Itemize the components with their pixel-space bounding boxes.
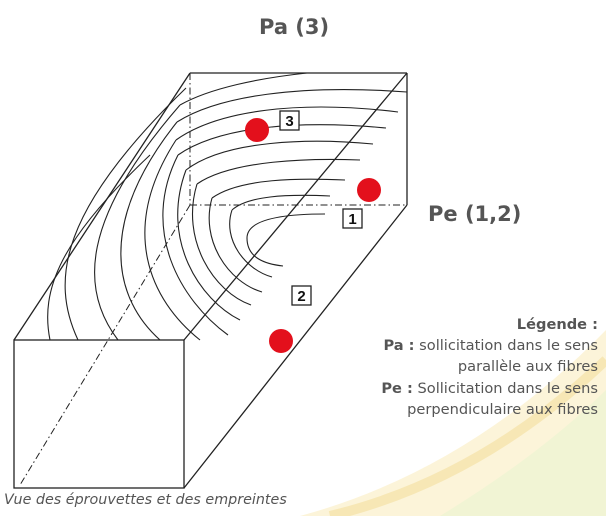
imprint-dot-3 xyxy=(245,118,269,142)
growth-rings xyxy=(47,72,408,341)
figure-caption: Vue des éprouvettes et des empreintes xyxy=(4,492,287,508)
legend-title: Légende : xyxy=(516,316,598,333)
pe-direction-label: Pe (1,2) xyxy=(428,202,522,226)
legend-pe-text: Sollicitation dans le sens perpendiculai… xyxy=(407,379,598,418)
legend-pe-key: Pe : xyxy=(381,379,413,397)
svg-text:2: 2 xyxy=(297,288,305,305)
specimen-box-1: 1 xyxy=(342,208,363,229)
legend: Légende : Pa : sollicitation dans le sen… xyxy=(378,314,598,420)
svg-text:3: 3 xyxy=(285,113,293,130)
specimen-box-2: 2 xyxy=(291,285,312,306)
pa-direction-label: Pa (3) xyxy=(259,15,330,39)
legend-pa-key: Pa : xyxy=(383,337,415,355)
imprint-dot-1 xyxy=(357,178,381,202)
specimen-box-3: 3 xyxy=(279,110,300,131)
block-edge-left xyxy=(13,72,191,341)
block-edge-bottom-right xyxy=(183,204,408,489)
block-front-face xyxy=(13,339,185,489)
legend-pe-entry: Pe : Sollicitation dans le sens perpendi… xyxy=(378,378,598,420)
imprint-dot-2 xyxy=(269,329,293,353)
block-edge-diagonal xyxy=(183,72,408,341)
svg-text:1: 1 xyxy=(348,211,356,228)
hidden-edge-diagonal xyxy=(19,204,191,486)
legend-pa-text: sollicitation dans le sens parallèle aux… xyxy=(419,337,598,376)
legend-pa-entry: Pa : sollicitation dans le sens parallèl… xyxy=(378,335,598,377)
